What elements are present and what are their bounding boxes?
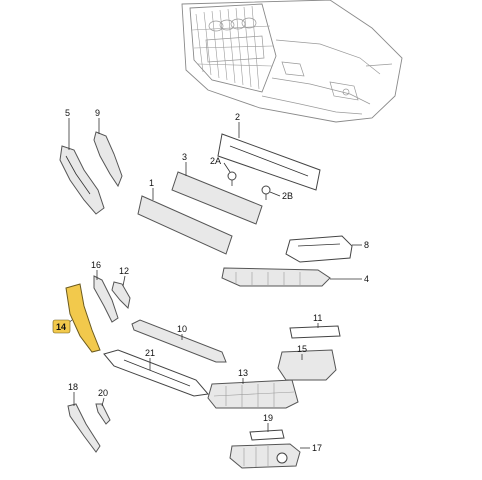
- part-3: [171, 171, 263, 225]
- label-11: 11: [313, 313, 322, 323]
- highlight-badge: [52, 319, 71, 334]
- label-19: 19: [263, 413, 273, 423]
- label-12: 12: [119, 266, 129, 276]
- label-2b: 2B: [282, 191, 293, 201]
- label-20: 20: [98, 388, 108, 398]
- part-20: [95, 403, 111, 425]
- front-bumper-assembly: [181, 0, 403, 123]
- label-5: 5: [65, 108, 70, 118]
- part-8: [285, 235, 353, 263]
- part-18: [67, 403, 101, 453]
- label-15: 15: [297, 344, 307, 354]
- label-9: 9: [95, 108, 100, 118]
- part-2b: [261, 185, 271, 200]
- part-9: [93, 131, 123, 188]
- part-1: [137, 195, 233, 255]
- label-16: 16: [91, 260, 101, 270]
- grille-bars: [191, 5, 274, 90]
- part-16: [93, 275, 119, 323]
- callout-labels: 5 9 2 3 2A 1 2B 8 4 16 12 14 11 10 21 15…: [52, 108, 369, 453]
- label-8: 8: [364, 240, 369, 250]
- label-10: 10: [177, 324, 187, 334]
- label-14: 14: [56, 322, 66, 332]
- part-5: [59, 145, 105, 215]
- part-10: [131, 319, 227, 363]
- label-3: 3: [182, 152, 187, 162]
- part-17: [229, 443, 301, 469]
- label-1: 1: [149, 178, 154, 188]
- part-19: [249, 429, 285, 441]
- part-4: [221, 267, 331, 287]
- label-21: 21: [145, 348, 155, 358]
- label-17: 17: [312, 443, 322, 453]
- part-2: [217, 133, 321, 191]
- label-2a: 2A: [210, 156, 221, 166]
- label-13: 13: [238, 368, 248, 378]
- part-14: [65, 283, 101, 353]
- part-15: [277, 349, 337, 381]
- label-2: 2: [235, 112, 240, 122]
- leader-lines: [61, 118, 362, 449]
- label-4: 4: [364, 274, 369, 284]
- part-12: [111, 281, 131, 310]
- label-18: 18: [68, 382, 78, 392]
- part-11: [289, 325, 341, 339]
- part-2a: [227, 171, 237, 186]
- logo-rings: [208, 17, 257, 32]
